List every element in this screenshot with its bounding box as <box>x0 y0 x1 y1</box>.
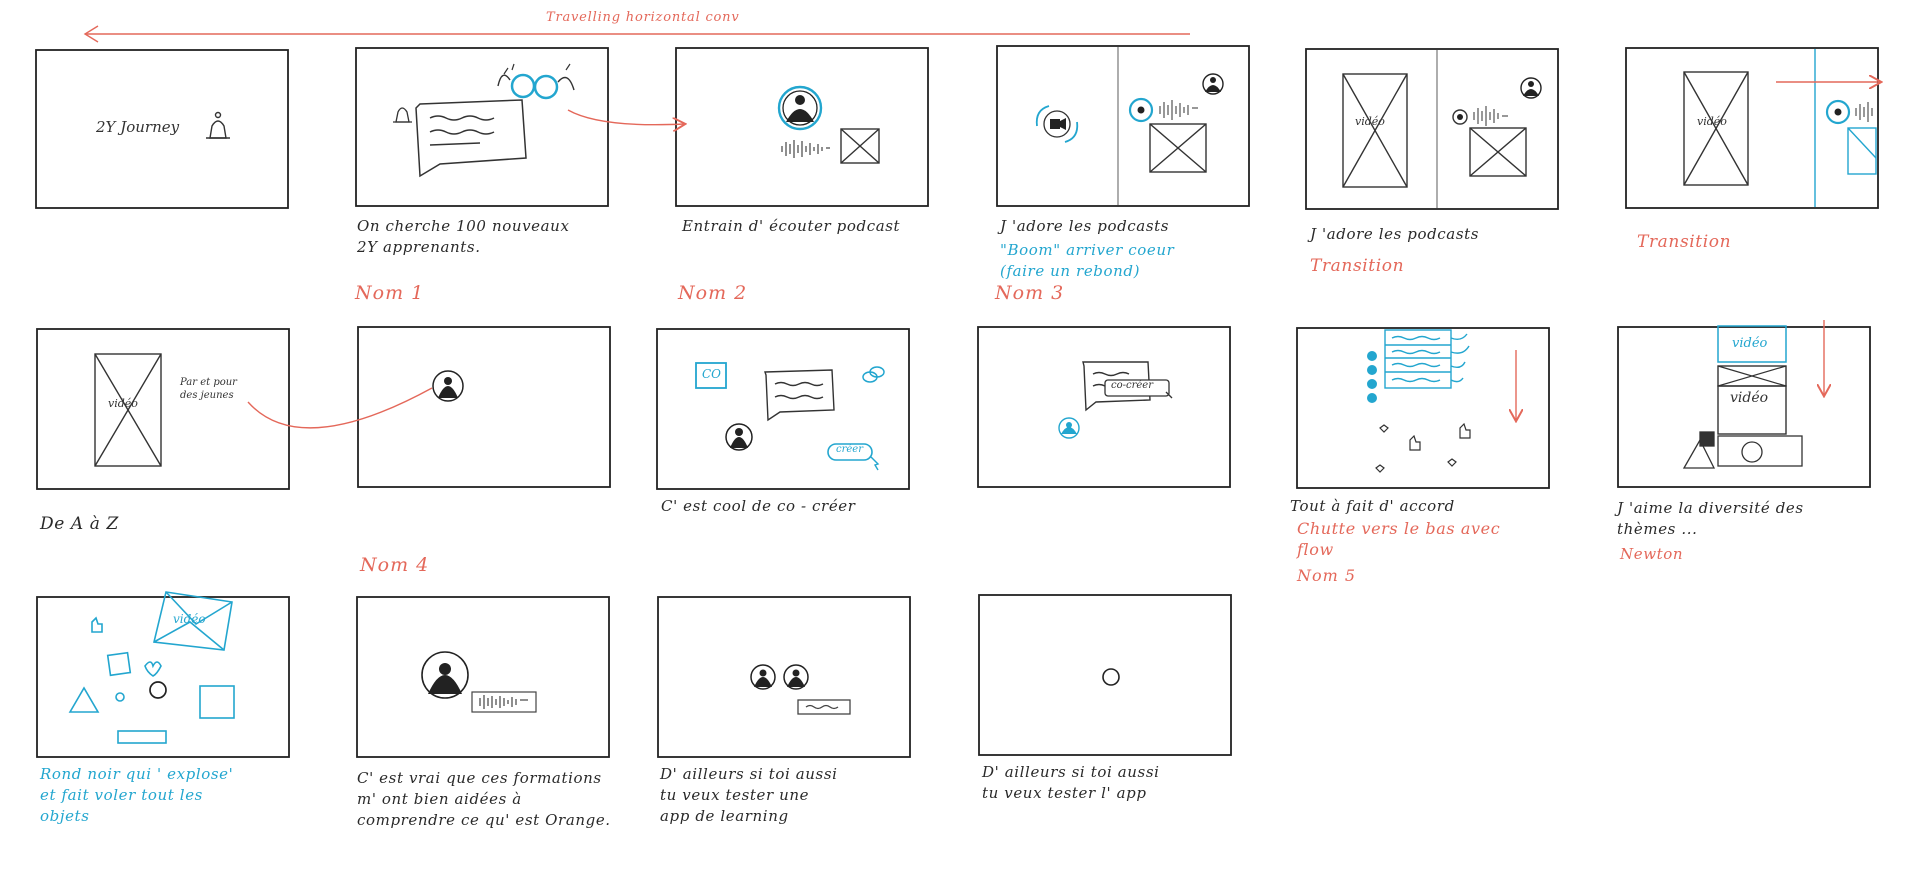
panel-frame-11 <box>1296 327 1550 489</box>
pile-shapes-icon <box>1682 431 1803 469</box>
caption-p5: J 'adore les podcasts <box>1310 225 1480 243</box>
creer-button-icon <box>827 443 880 471</box>
sound-wave-icon-2 <box>1159 100 1198 120</box>
video-label-p12-top: vidéo <box>1732 336 1768 351</box>
message-bar-icon <box>797 699 851 715</box>
caption-p15: D' ailleurs si toi aussi tu veux tester … <box>660 765 838 825</box>
panel-frame-4 <box>996 45 1250 207</box>
panel-frame-3 <box>675 47 929 207</box>
video-label-p12: vidéo <box>1730 390 1769 406</box>
likes-icons <box>1375 422 1471 473</box>
falling-cards-icon <box>1384 329 1470 389</box>
video-label-p5: vidéo <box>1355 115 1385 128</box>
avatar-icon-big <box>421 651 469 699</box>
nom-1: Nom 1 <box>355 282 425 304</box>
avatar-ring-icon <box>1128 97 1154 123</box>
avatar-ring-icon-2 <box>1452 109 1468 125</box>
avatar-icon-3 <box>432 370 464 402</box>
avatar-headset-icon <box>777 85 823 131</box>
avatar-ring-icon-3 <box>1825 99 1851 125</box>
panel-frame-10 <box>977 326 1231 488</box>
nom-5: Nom 5 <box>1297 566 1357 585</box>
panel-frame-9 <box>656 328 910 490</box>
cocreer-label: co-créer <box>1111 380 1153 391</box>
video-label-p7: vidéo <box>108 397 138 410</box>
caption-p7: De A à Z <box>40 514 119 534</box>
caption-p2: On cherche 100 nouveaux 2Y apprenants. <box>357 217 570 256</box>
sound-wave-icon-3 <box>1473 106 1508 126</box>
transition-arrow-2-3 <box>567 109 684 125</box>
nom-4: Nom 4 <box>360 554 430 576</box>
speech-bubble-icon-3 <box>1082 361 1151 412</box>
two-avatars-icon <box>750 664 809 690</box>
sound-wave-icon-4 <box>1855 102 1873 122</box>
caption-p3: Entrain d' écouter podcast <box>682 217 901 235</box>
panel-frame-14 <box>356 596 610 758</box>
avatar-icon-blue <box>1058 417 1080 439</box>
video-placeholder-icon <box>1342 73 1408 188</box>
caption-p12: J 'aime la diversité des thèmes ... <box>1617 499 1804 538</box>
transition-arrow-7-8 <box>247 387 433 429</box>
caption-p4-blue: "Boom" arriver coeur (faire un rebond) <box>1000 241 1175 280</box>
avatar-icon-4 <box>725 423 753 451</box>
caption-p11-red: Chutte vers le bas avec flow <box>1297 519 1501 559</box>
caption-p4: J 'adore les podcasts <box>1000 217 1170 235</box>
speech-bubble-icon <box>415 99 527 178</box>
nom-2: Nom 2 <box>678 282 748 304</box>
caption-p9: C' est cool de co - créer <box>661 497 856 515</box>
binoculars-icon <box>497 63 575 100</box>
avatar-icon <box>1202 73 1224 95</box>
panel-1-title: 2Y Journey <box>96 118 180 136</box>
image-placeholder-icon-3 <box>1469 127 1527 177</box>
stacked-videos-icon <box>1717 325 1787 435</box>
panel-frame-8 <box>357 326 611 488</box>
caption-p5-red: Transition <box>1310 256 1405 276</box>
caption-p13-blue: Rond noir qui ' explose' et fait voler t… <box>40 765 234 825</box>
avatar-column-icon <box>1367 351 1377 403</box>
cocreer-button-icon <box>1104 379 1173 399</box>
panel-frame-13 <box>36 596 290 758</box>
panel-frame-7 <box>36 328 290 490</box>
image-placeholder-icon <box>840 128 880 164</box>
panel-frame-1 <box>35 49 289 209</box>
camera-rotate-icon <box>1035 105 1079 143</box>
avatar-icon-2 <box>1520 77 1542 99</box>
panel-frame-15 <box>657 596 911 758</box>
panel-frame-12 <box>1617 326 1871 488</box>
image-placeholder-icon-2 <box>1149 123 1207 173</box>
bell-icon <box>206 111 230 139</box>
travelling-arrow <box>83 25 1190 43</box>
travelling-title: Travelling horizontal conv <box>546 10 740 25</box>
co-icon <box>695 362 727 389</box>
video-placeholder-icon-2 <box>1683 71 1749 186</box>
bell-icon-small <box>393 107 412 123</box>
video-placeholder-icon-3 <box>94 353 162 467</box>
small-ring-icon <box>1102 668 1120 686</box>
caption-p12-red: Newton <box>1620 545 1684 563</box>
sound-wave-icon <box>781 140 830 158</box>
audio-bar-icon <box>471 691 537 713</box>
panel-frame-6 <box>1625 47 1879 209</box>
creer-label: créer <box>836 444 863 455</box>
panel-frame-16 <box>978 594 1232 756</box>
caption-p14: C' est vrai que ces formations m' ont bi… <box>357 769 611 829</box>
black-ring-icon <box>149 681 167 699</box>
nom-3: Nom 3 <box>995 282 1065 304</box>
panel-frame-5 <box>1305 48 1559 210</box>
image-placeholder-icon-4 <box>1847 127 1877 175</box>
co-label: CO <box>702 367 722 381</box>
video-label-p6: vidéo <box>1697 115 1727 128</box>
caption-p6-red: Transition <box>1637 232 1732 252</box>
caption-p11: Tout à fait d' accord <box>1290 497 1455 515</box>
exploding-objects-icon <box>68 591 235 744</box>
caption-p16: D' ailleurs si toi aussi tu veux tester … <box>982 763 1160 802</box>
speech-bubble-icon-2 <box>764 369 835 422</box>
link-icon <box>862 366 885 383</box>
video-label-p13: vidéo <box>173 612 206 626</box>
side-text-p7: Par et pour des jeunes <box>180 377 237 401</box>
panel-frame-2 <box>355 47 609 207</box>
